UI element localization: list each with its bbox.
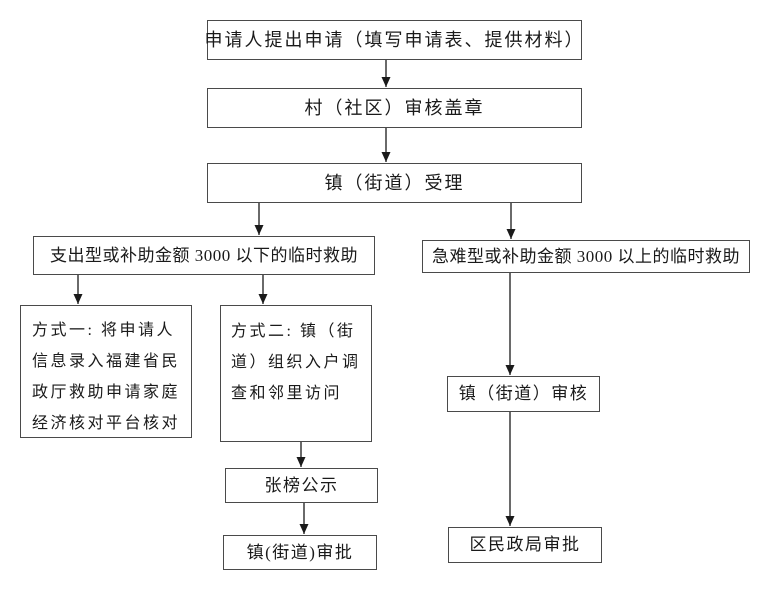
flow-node-branch-high: 急难型或补助金额 3000 以上的临时救助 [422,240,750,273]
flow-node-method2: 方式二: 镇（街道）组织入户调查和邻里访问 [220,305,372,442]
flow-node-town-review: 镇（街道）审核 [447,376,600,412]
flow-node-village-review: 村（社区）审核盖章 [207,88,582,128]
flow-node-branch-low: 支出型或补助金额 3000 以下的临时救助 [33,236,375,275]
flow-node-district-approve: 区民政局审批 [448,527,602,563]
flow-node-town-accept: 镇（街道）受理 [207,163,582,203]
flow-node-method1: 方式一: 将申请人信息录入福建省民政厅救助申请家庭经济核对平台核对 [20,305,192,438]
flow-node-public-notice: 张榜公示 [225,468,378,503]
flow-node-apply: 申请人提出申请（填写申请表、提供材料） [205,20,583,60]
flow-node-town-approve: 镇(街道)审批 [223,535,377,570]
